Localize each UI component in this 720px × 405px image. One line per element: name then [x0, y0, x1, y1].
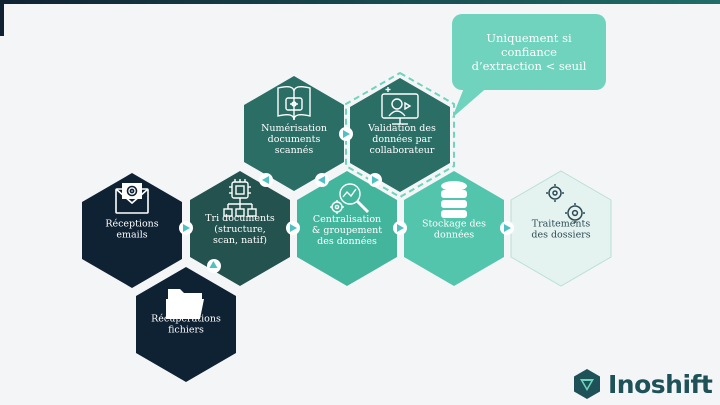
magnifier-gear-icon — [330, 183, 370, 214]
label-line: données — [434, 230, 474, 241]
label-line: Stockage des — [422, 219, 486, 230]
label-line: Numérisation — [261, 123, 327, 134]
arrow-centralisation-to-validation — [368, 173, 382, 187]
arrow-numerisation-to-validation — [339, 127, 353, 141]
top-accent-bar — [0, 0, 720, 4]
corner-accent — [0, 4, 4, 36]
arrow-centralisation-to-numerisation — [315, 173, 329, 187]
hex-stockage[interactable] — [404, 171, 504, 286]
brand-logo[interactable]: Inoshift — [570, 366, 716, 402]
label-line: collaborateur — [370, 145, 435, 156]
hex-numerisation[interactable] — [244, 76, 344, 191]
brand-name: Inoshift — [608, 369, 713, 399]
arrow-tri-to-centralisation — [286, 221, 300, 235]
label-line: emails — [116, 230, 147, 241]
envelope-at-icon — [115, 183, 149, 214]
gears-icon — [546, 184, 585, 223]
hex-recuperations[interactable] — [136, 267, 236, 382]
arrow-tri-to-numerisation — [259, 173, 273, 187]
chip-tree-icon — [223, 179, 257, 217]
arrow-centralisation-to-stockage — [393, 221, 407, 235]
callout-bubble: Uniquement si confiance d’extraction < s… — [452, 14, 606, 90]
label-line: Centralisation — [313, 214, 381, 225]
label-line: Récupérations — [151, 314, 221, 325]
label-line: scannés — [275, 145, 314, 156]
label-line: Réceptions — [105, 219, 158, 230]
monitor-user-icon — [381, 87, 419, 125]
hex-validation[interactable] — [350, 78, 450, 192]
hex-traitements[interactable] — [510, 170, 612, 287]
database-icon — [441, 181, 467, 218]
label-line: documents — [268, 134, 321, 145]
label-line: Traitements — [532, 219, 591, 230]
label-tri: Tri documents(structure,scan, natif) — [205, 213, 275, 246]
label-line: fichiers — [168, 325, 204, 336]
label-line: Tri documents — [205, 213, 275, 224]
label-line: des données — [317, 236, 377, 247]
scanned-book-icon — [277, 85, 311, 121]
arrow-recuperations-to-tri — [207, 259, 221, 273]
arrow-stockage-to-traitements — [500, 221, 514, 235]
hex-tri[interactable] — [190, 171, 290, 286]
label-line: & groupement — [312, 225, 382, 236]
folder-icon — [166, 289, 204, 319]
label-line: des dossiers — [531, 230, 590, 241]
validation-selection-outline — [345, 71, 455, 199]
label-line: (structure, — [214, 224, 266, 235]
label-line: Validation des — [367, 123, 436, 134]
arrow-receptions-to-tri — [179, 221, 193, 235]
label-line: données par — [372, 134, 432, 145]
hex-receptions[interactable] — [82, 173, 182, 288]
hex-centralisation[interactable] — [297, 171, 397, 286]
inoshift-logo-icon — [574, 369, 600, 399]
label-line: scan, natif) — [213, 235, 267, 246]
